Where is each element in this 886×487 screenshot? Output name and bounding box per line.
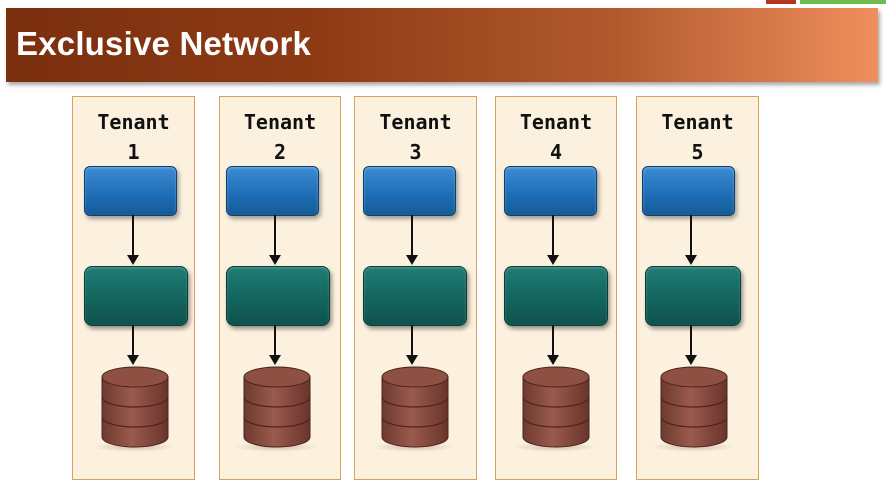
- down-arrow-icon: [269, 215, 281, 265]
- corner-decoration: [766, 0, 886, 4]
- app-box: [363, 166, 456, 216]
- slide-title: Exclusive Network: [16, 25, 312, 62]
- server-box: [645, 266, 741, 326]
- down-arrow-icon: [127, 215, 139, 265]
- database-cylinder-icon: [243, 366, 311, 448]
- app-box: [84, 166, 177, 216]
- down-arrow-icon: [685, 325, 697, 365]
- database-cylinder-icon: [101, 366, 169, 448]
- down-arrow-icon: [547, 325, 559, 365]
- app-box: [642, 166, 735, 216]
- database-cylinder-icon: [381, 366, 449, 448]
- down-arrow-icon: [269, 325, 281, 365]
- down-arrow-icon: [406, 215, 418, 265]
- down-arrow-icon: [685, 215, 697, 265]
- server-box: [226, 266, 330, 326]
- title-banner: Exclusive Network: [6, 8, 878, 82]
- database-cylinder-icon: [660, 366, 728, 448]
- down-arrow-icon: [406, 325, 418, 365]
- database-cylinder-icon: [522, 366, 590, 448]
- app-box: [504, 166, 597, 216]
- server-box: [363, 266, 467, 326]
- server-box: [504, 266, 608, 326]
- server-box: [84, 266, 188, 326]
- down-arrow-icon: [127, 325, 139, 365]
- down-arrow-icon: [547, 215, 559, 265]
- app-box: [226, 166, 319, 216]
